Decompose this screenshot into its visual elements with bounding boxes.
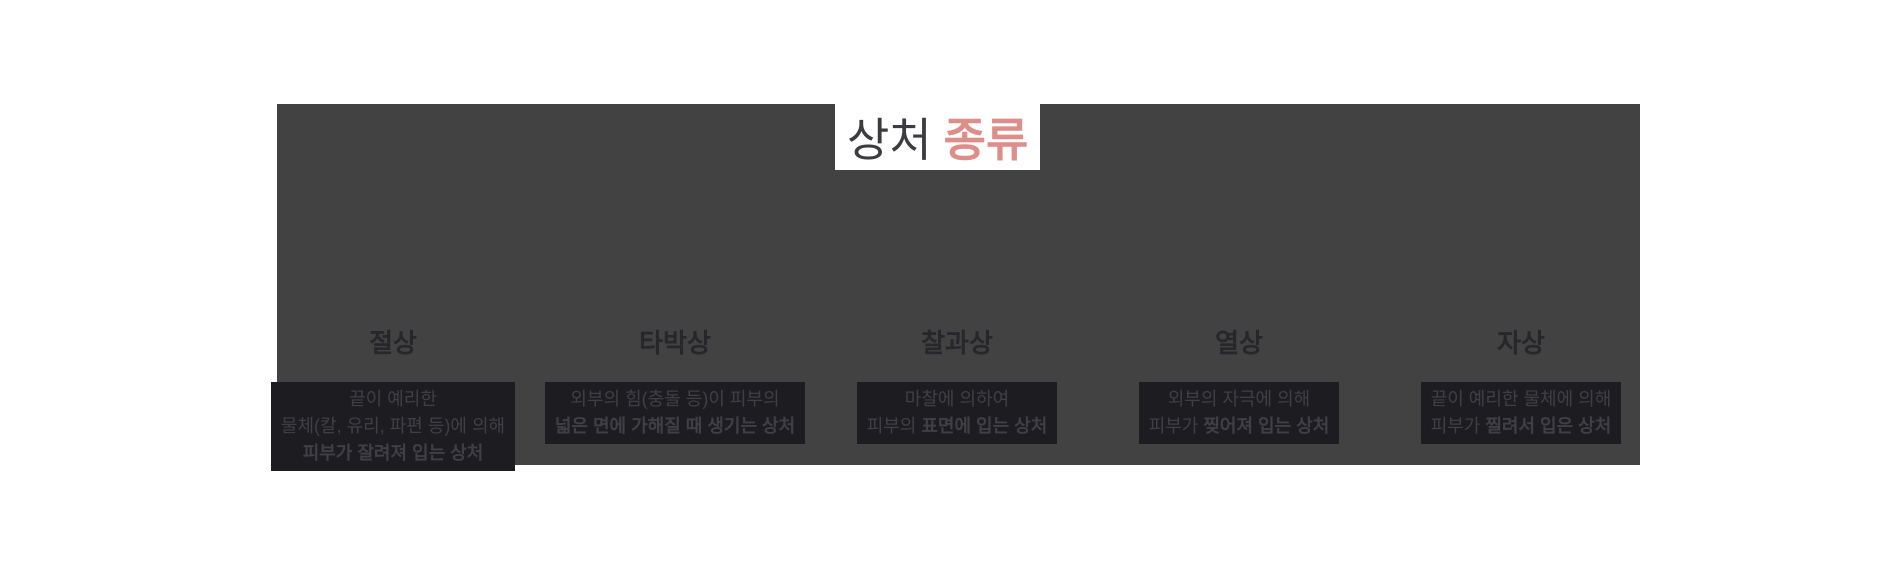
description-text: 넓은 면에 가해질 때 생기는 상처 [554,416,796,436]
column-heading: 열상 [1215,328,1263,358]
description-line: 피부의 표면에 입는 상처 [867,413,1048,440]
description-line: 끝이 예리한 물체에 의해 [1431,386,1612,413]
description-text: 끝이 예리한 물체에 의해 [1430,389,1612,409]
title-box: 상처 종류 [835,104,1041,170]
title-prefix: 상처 [847,114,932,166]
description-text: 피부의 [866,416,922,436]
column-heading: 찰과상 [921,328,993,358]
description-line: 외부의 힘(충돌 등)이 피부의 [555,386,795,413]
description-text: 피부가 잘려져 입는 상처 [302,443,484,463]
column-heading: 타박상 [639,328,711,358]
description-text: 찢어져 입는 상처 [1203,416,1330,436]
description-text: 피부가 [1148,416,1204,436]
description-line: 피부가 찢어져 입는 상처 [1149,413,1330,440]
description-text: 마찰에 의하여 [904,389,1010,409]
description-line: 마찰에 의하여 [867,386,1048,413]
description-line: 넓은 면에 가해질 때 생기는 상처 [555,413,795,440]
column-heading: 절상 [369,328,417,358]
description-text: 외부의 힘(충돌 등)이 피부의 [570,389,780,409]
description-text: 찔려서 입은 상처 [1485,416,1612,436]
description-text: 물체(칼, 유리, 파편 등)에 의해 [280,416,506,436]
description-text: 표면에 입는 상처 [921,416,1048,436]
description-text: 끝이 예리한 [349,389,437,409]
description-line: 피부가 찔려서 입은 상처 [1431,413,1612,440]
description-text: 외부의 자극에 의해 [1167,389,1311,409]
column-heading: 자상 [1497,328,1545,358]
description-line: 외부의 자극에 의해 [1149,386,1330,413]
description-text: 피부가 [1430,416,1486,436]
description-line: 물체(칼, 유리, 파편 등)에 의해 [281,413,505,440]
description-line: 피부가 잘려져 입는 상처 [281,440,505,467]
description-line: 끝이 예리한 [281,386,505,413]
title-highlight: 종류 [943,114,1029,166]
